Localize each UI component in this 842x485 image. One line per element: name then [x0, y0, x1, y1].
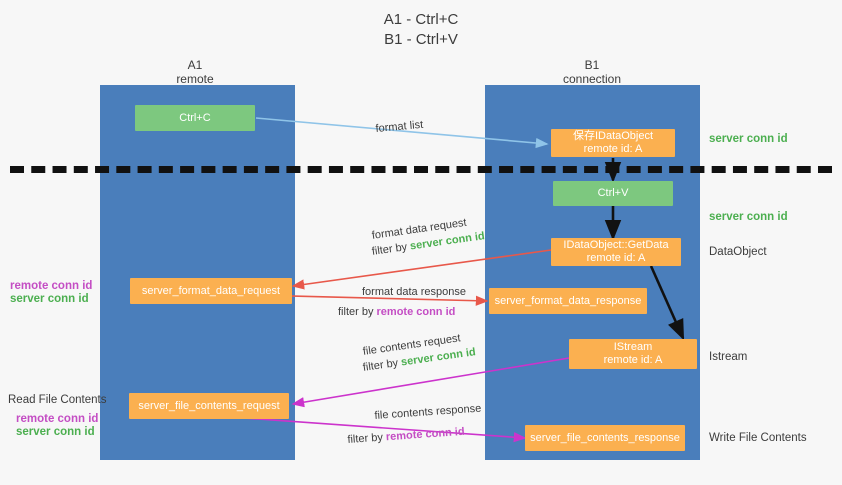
node-ctrl-c[interactable]: Ctrl+C — [135, 105, 255, 131]
column-header-a1: A1 remote — [115, 58, 275, 86]
node-server-file-contents-request-label: server_file_contents_request — [138, 399, 280, 412]
column-header-b1: B1 connection — [512, 58, 672, 86]
node-ctrl-c-label: Ctrl+C — [179, 111, 211, 124]
label-server-conn-id-mid: server conn id — [709, 211, 788, 223]
node-idataobject-subtitle: remote id: A — [583, 143, 643, 155]
node-idataobject[interactable]: 保存IDataObject remote id: A — [551, 129, 675, 157]
node-server-format-data-request[interactable]: server_format_data_request — [130, 278, 292, 304]
node-getdata[interactable]: IDataObject::GetData remote id: A — [551, 238, 681, 266]
label-server-conn-id-top: server conn id — [709, 133, 788, 145]
label-istream: Istream — [709, 351, 748, 363]
node-server-file-contents-request[interactable]: server_file_contents_request — [129, 393, 289, 419]
label-dataobject: DataObject — [709, 246, 767, 258]
node-server-format-data-response[interactable]: server_format_data_response — [489, 288, 647, 314]
node-idataobject-title: 保存IDataObject — [572, 130, 654, 142]
node-istream[interactable]: IStream remote id: A — [569, 339, 697, 369]
filter-key-remote-conn-id: remote conn id — [376, 306, 456, 318]
node-getdata-title: IDataObject::GetData — [563, 239, 669, 251]
page-title: A1 - Ctrl+C B1 - Ctrl+V — [383, 11, 459, 48]
label-server-conn-id-2: server conn id — [16, 426, 95, 438]
divider-dashed-line — [10, 166, 832, 173]
filter-prefix: filter by — [338, 306, 377, 318]
node-server-format-data-response-label: server_format_data_response — [494, 294, 642, 307]
node-ctrl-v-label: Ctrl+V — [597, 187, 629, 199]
node-istream-title: IStream — [613, 341, 653, 353]
node-istream-subtitle: remote id: A — [603, 354, 663, 366]
filter-prefix: filter by — [347, 431, 387, 446]
column-b1-name: B1 — [584, 58, 600, 72]
node-server-file-contents-response-label: server_file_contents_response — [530, 431, 680, 444]
label-remote-conn-id-1: remote conn id — [10, 280, 93, 292]
label-read-file-contents: Read File Contents — [8, 394, 107, 406]
column-a1-name: A1 — [187, 58, 203, 72]
edge-label-format-data-response: format data response — [362, 286, 466, 298]
edge-label-format-data-response-filter: filter by remote conn id — [338, 305, 455, 319]
column-a1-role: remote — [176, 72, 214, 86]
node-server-file-contents-response[interactable]: server_file_contents_response — [525, 425, 685, 451]
node-getdata-subtitle: remote id: A — [586, 252, 646, 264]
column-b1-role: connection — [562, 72, 622, 86]
label-server-conn-id-1: server conn id — [10, 293, 89, 305]
node-server-format-data-request-label: server_format_data_request — [141, 284, 281, 297]
label-remote-conn-id-2: remote conn id — [16, 413, 99, 425]
label-write-file-contents: Write File Contents — [709, 432, 807, 444]
node-ctrl-v[interactable]: Ctrl+V — [553, 181, 673, 206]
